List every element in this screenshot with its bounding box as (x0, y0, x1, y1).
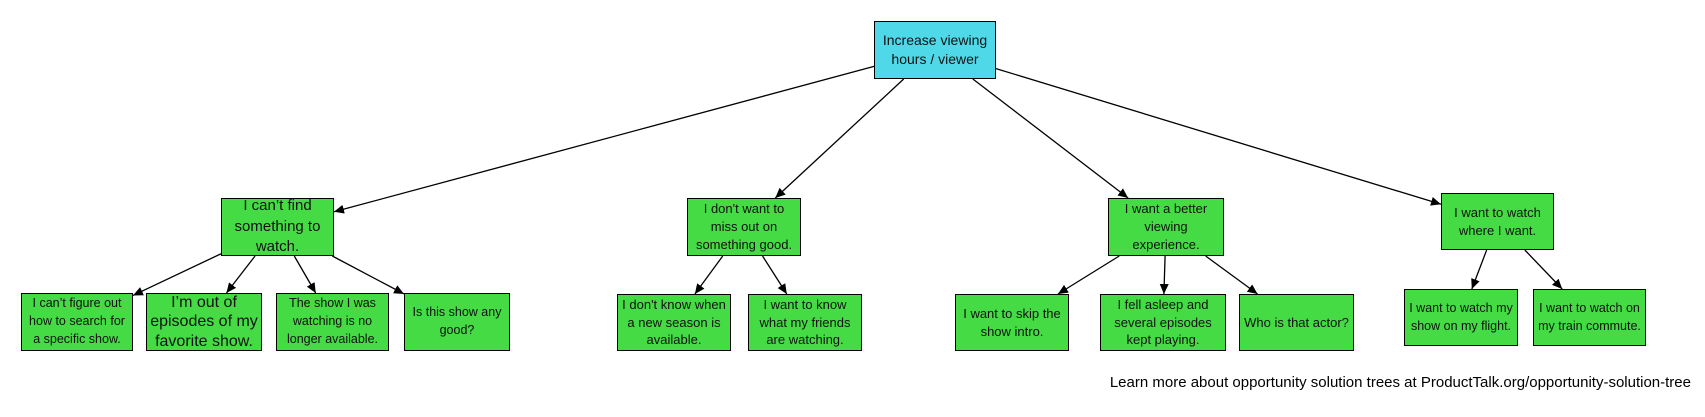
subopportunity-node-any-good[interactable]: Is this show any good? (404, 293, 510, 351)
footer-credit-note: Learn more about opportunity solution tr… (1109, 374, 1691, 391)
subopportunity-node-flight[interactable]: I want to watch my show on my flight. (1404, 289, 1518, 346)
subopportunity-node-friends-watching[interactable]: I want to know what my friends are watch… (748, 294, 862, 351)
subopportunity-node-fell-asleep[interactable]: I fell asleep and several episodes kept … (1100, 294, 1226, 351)
node-label: I can’t figure out how to search for a s… (29, 296, 125, 346)
subopportunity-node-train[interactable]: I want to watch on my train commute. (1533, 289, 1646, 346)
opportunity-node-watch-anywhere[interactable]: I want to watch where I want. (1441, 193, 1554, 250)
node-label: I don't know when a new season is availa… (622, 296, 726, 348)
node-label: I fell asleep and several episodes kept … (1114, 296, 1212, 348)
node-label: I don't want to miss out on something go… (695, 201, 793, 252)
node-label: I want a better viewing experience. (1124, 201, 1208, 252)
node-label: Is this show any good? (412, 305, 502, 337)
node-label: The show I was watching is no longer ava… (286, 296, 379, 346)
node-label: Who is that actor? (1244, 314, 1349, 330)
node-label: I can’t find something to watch. (234, 196, 321, 256)
node-label: I want to watch on my train commute. (1538, 300, 1641, 333)
node-label: I want to watch my show on my flight. (1409, 300, 1513, 333)
node-label: I want to skip the show intro. (963, 305, 1061, 339)
node-label: I’m out of episodes of my favorite show. (150, 293, 258, 350)
subopportunity-node-unavailable[interactable]: The show I was watching is no longer ava… (276, 293, 389, 351)
goal-node[interactable]: Increase viewing hours / viewer (874, 21, 996, 79)
opportunity-node-miss-out[interactable]: I don't want to miss out on something go… (687, 198, 801, 256)
opportunity-node-better-experience[interactable]: I want a better viewing experience. (1108, 198, 1224, 256)
node-label: I want to know what my friends are watch… (759, 296, 851, 348)
node-label: I want to watch where I want. (1454, 204, 1541, 238)
subopportunity-node-episodes[interactable]: I’m out of episodes of my favorite show. (146, 293, 262, 351)
opportunity-node-cant-find[interactable]: I can’t find something to watch. (221, 196, 334, 256)
goal-node-label: Increase viewing hours / viewer (882, 31, 988, 67)
subopportunity-node-skip-intro[interactable]: I want to skip the show intro. (955, 294, 1069, 351)
subopportunity-node-search[interactable]: I can’t figure out how to search for a s… (21, 293, 133, 351)
subopportunity-node-that-actor[interactable]: Who is that actor? (1239, 294, 1354, 351)
subopportunity-node-new-season[interactable]: I don't know when a new season is availa… (617, 294, 731, 351)
